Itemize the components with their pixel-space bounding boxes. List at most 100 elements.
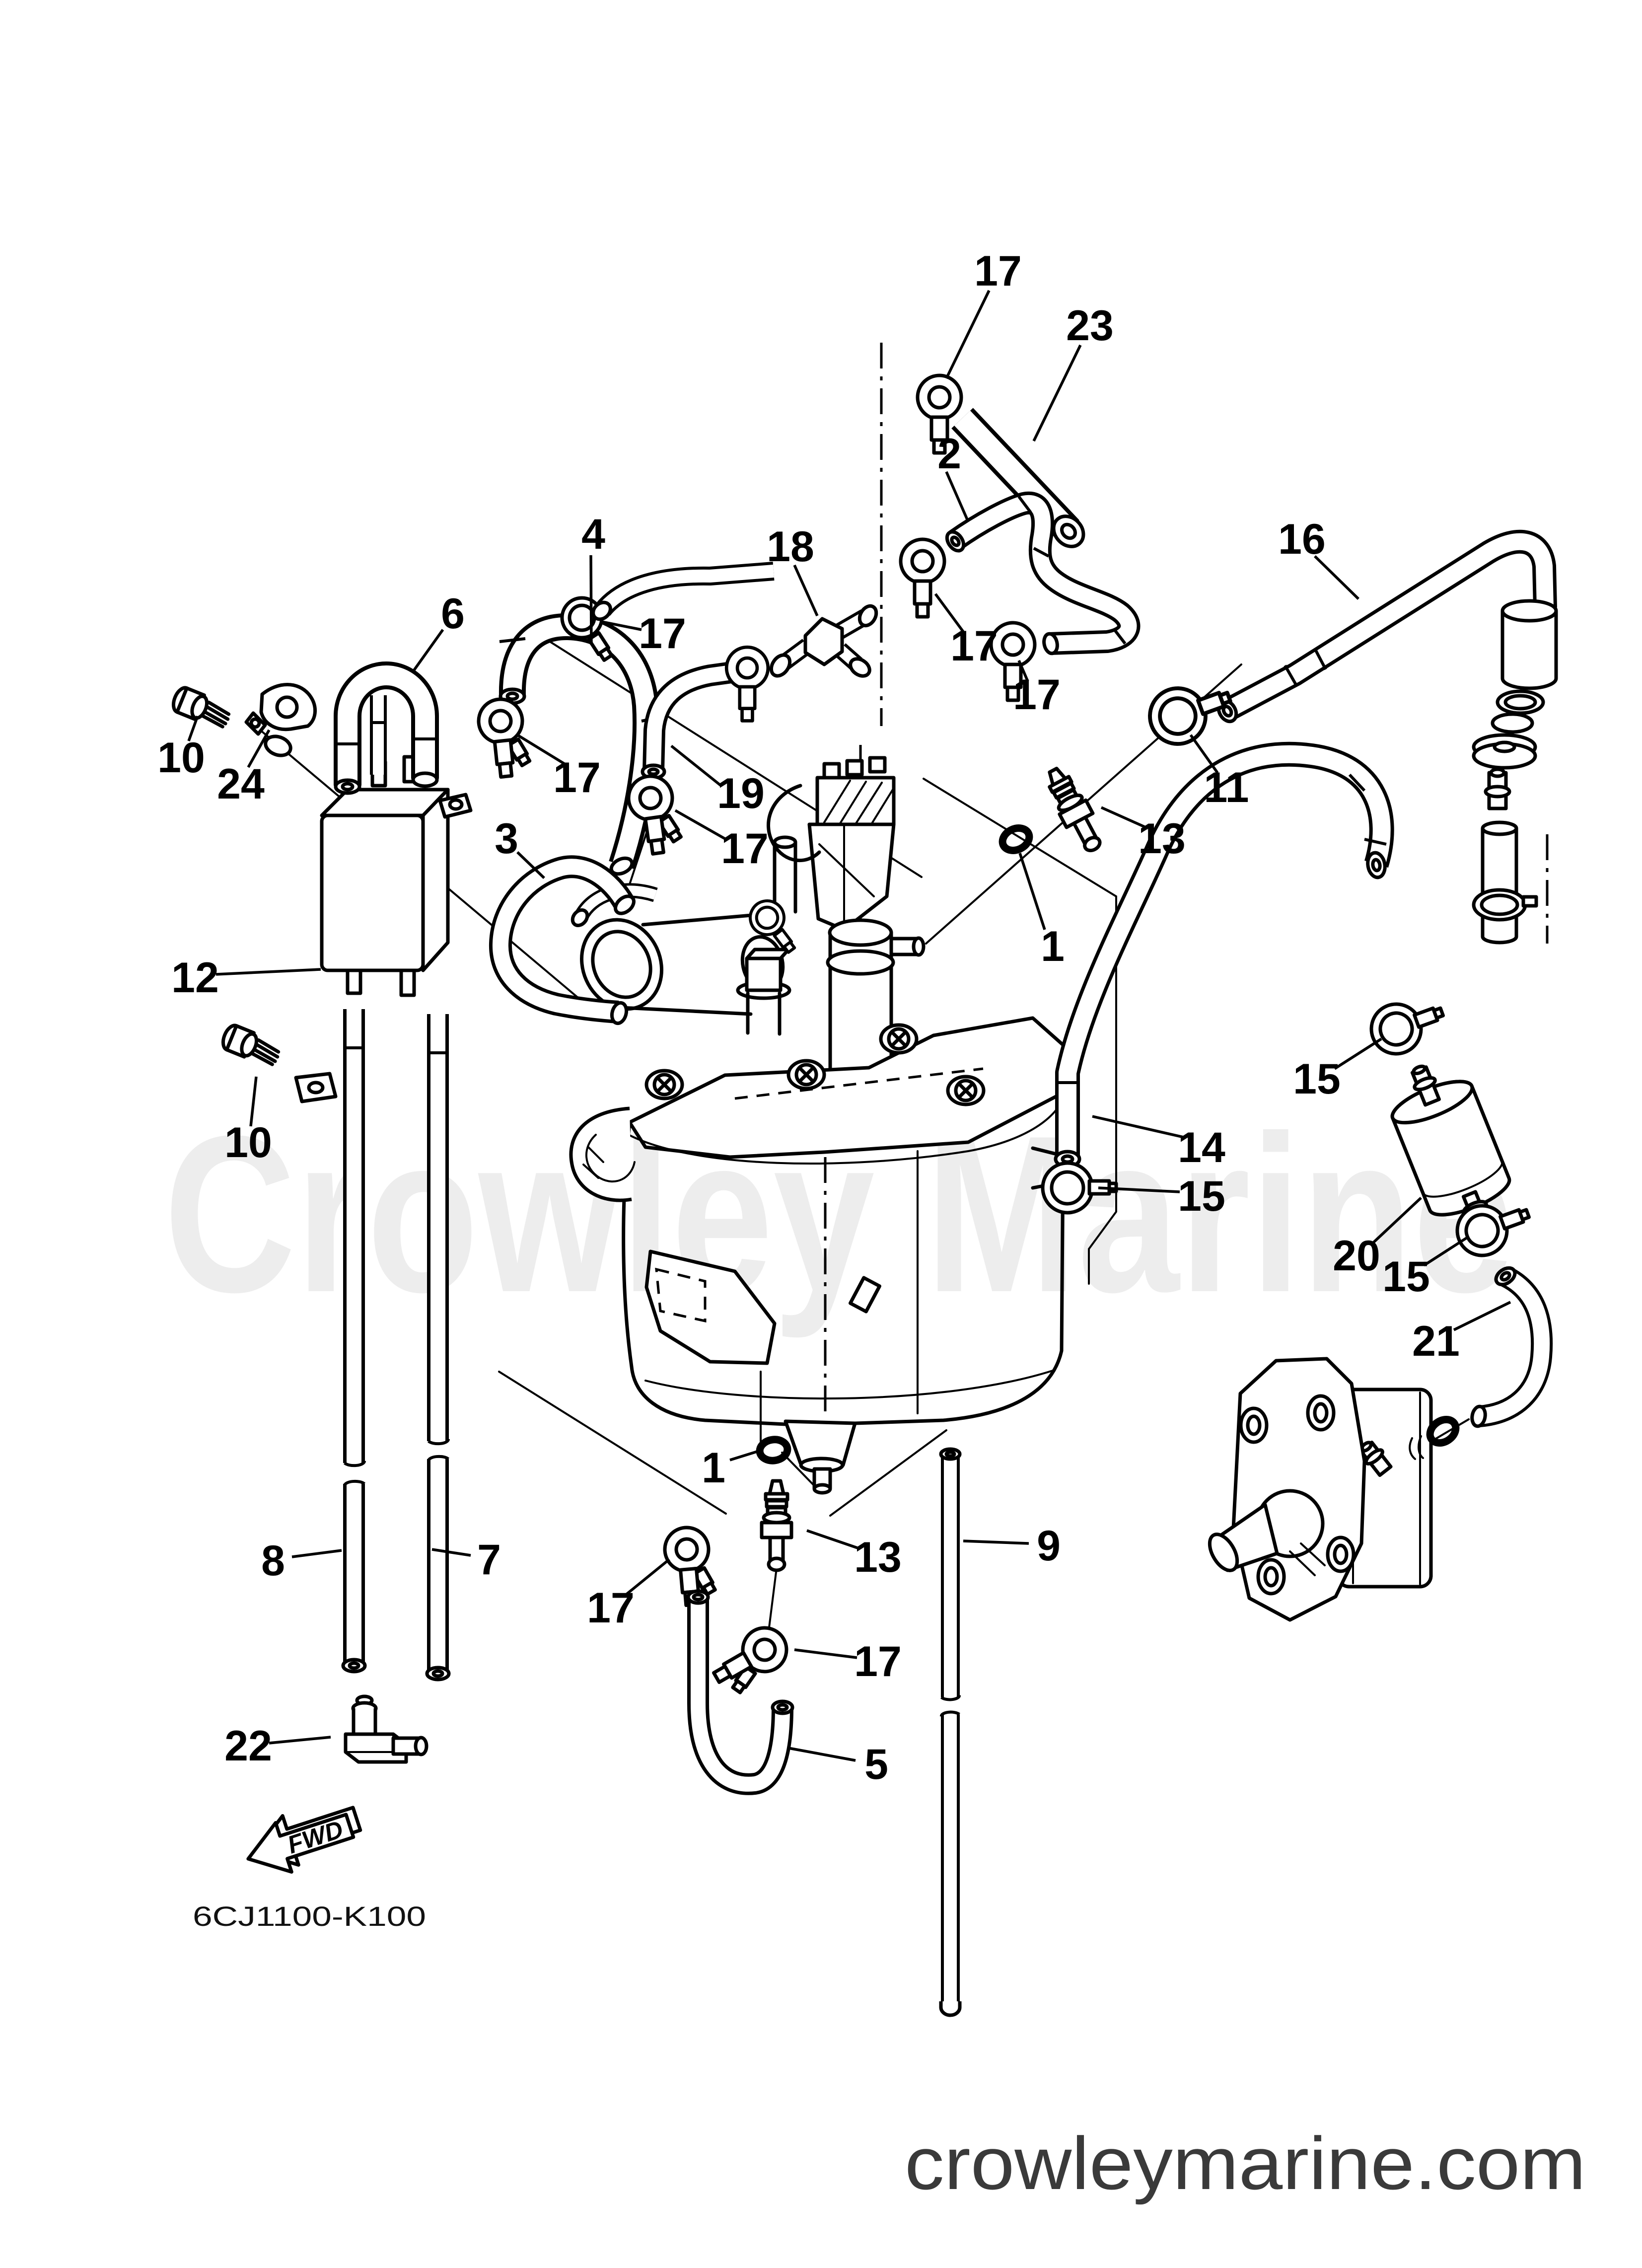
callout-22-label: 22 [224,1722,272,1770]
callout-22-leader [269,1736,331,1745]
callout-17-leader [794,1648,857,1659]
callout-16-leader [1314,555,1359,600]
callout-8-label: 8 [261,1537,285,1585]
vapor-separator-tank-assembly [569,756,1079,1495]
callout-12-label: 12 [171,954,219,1002]
callout-15-leader [1334,1037,1382,1070]
callout-9-leader [963,1539,1029,1545]
fitting-13-lower [762,1481,791,1570]
callout-15-leader [1098,1186,1180,1193]
callout-17-label: 17 [950,622,998,670]
callout-17-leader [945,290,991,379]
callout-13-label: 13 [854,1534,902,1581]
fuel-filter-20 [1390,1064,1511,1220]
callout-5-label: 5 [864,1741,888,1788]
bolt-10a [170,685,233,731]
banjo-17-on-hose-19 [726,647,768,721]
callout-18-leader [793,564,819,617]
tank-neck [826,918,926,1070]
callout-20-label: 20 [1333,1232,1380,1280]
callout-13-leader [1100,806,1149,830]
callout-8-leader [291,1549,342,1558]
hose-5 [686,1591,794,1784]
callout-1-leader [1018,853,1046,930]
callout-7-label: 7 [477,1536,501,1584]
callout-24-leader [247,729,271,768]
callout-17-label: 17 [854,1638,902,1685]
hose-21 [1471,1264,1542,1428]
callout-15-label: 15 [1382,1253,1430,1301]
callout-2-label: 2 [937,430,961,478]
callout-21-label: 21 [1412,1317,1460,1365]
tube-23 [962,418,1085,548]
tube-8 [341,1009,367,1672]
callout-15-label: 15 [1293,1055,1341,1103]
tube-7 [425,1014,451,1680]
hose-16 [1215,542,1545,724]
callout-17-leader [674,809,727,841]
callout-20-leader [1372,1196,1422,1244]
callout-17-leader [516,733,567,766]
pump-module-caps [736,948,791,1036]
fuel-pump [1208,1357,1460,1622]
callout-5-leader [788,1747,856,1762]
callout-11-label: 11 [1204,764,1249,811]
tube-9 [939,1449,962,2017]
elbow-fitting-22 [344,1694,428,1764]
callout-17-label: 17 [553,754,601,802]
callout-1-leader [729,1450,759,1462]
fuel-cooler-group [170,683,473,1103]
hose-6 [334,675,439,793]
callout-17-label: 17 [587,1584,635,1632]
callout-2-leader [945,471,969,520]
callout-15-label: 15 [1178,1172,1225,1220]
callout-1-label: 1 [1041,923,1065,970]
callout-18-label: 18 [767,523,814,571]
callout-13-leader [806,1529,859,1550]
callout-23-leader [1032,344,1082,442]
callout-19-label: 19 [717,770,765,817]
banjo-17-left-of-hose-2 [901,539,944,617]
tank-body [569,1093,1079,1495]
callout-17-leader [934,593,965,633]
fuel-cooler-12 [294,755,473,1103]
callout-3-label: 3 [495,815,518,863]
callout-9-label: 9 [1037,1522,1061,1570]
hose-2 [943,497,1129,656]
callout-7-leader [431,1548,471,1557]
callout-10-label: 10 [224,1119,272,1167]
callout-24-label: 24 [217,760,265,808]
electrical-connector [815,756,896,826]
callout-17-leader [1017,659,1029,682]
callout-14-label: 14 [1178,1124,1225,1171]
callout-17-label: 17 [974,247,1022,295]
o-ring-1-lower [758,1438,788,1462]
callout-23-label: 23 [1066,302,1114,350]
callout-13-label: 13 [1138,815,1186,863]
callout-4-label: 4 [581,511,605,558]
footer-website-text: crowleymarine.com [905,2122,1586,2205]
clamp-24 [244,683,317,736]
callout-10-leader [249,1076,258,1127]
callout-17-label: 17 [639,610,686,658]
callout-19-leader [670,744,722,787]
stub-hose-opening [571,908,589,927]
callout-17-label: 17 [721,825,769,873]
callout-6-label: 6 [441,590,465,638]
diagram-code-text: 6CJ1100-K100 [193,1901,426,1932]
bolt-10b [220,1023,283,1068]
fuel-rail-coupler [1472,599,1558,945]
callout-21-leader [1453,1301,1511,1331]
callout-12-leader [215,968,321,976]
clamp-15-above-filter [1364,989,1450,1061]
callout-6-leader [412,629,444,672]
fitting-13-upper [1040,763,1108,856]
washer [264,734,292,757]
callout-17-label: 17 [1013,671,1061,719]
callout-10-label: 10 [157,734,205,782]
banjo-17-lowest [706,1620,796,1700]
callout-15-leader [1423,1235,1470,1267]
